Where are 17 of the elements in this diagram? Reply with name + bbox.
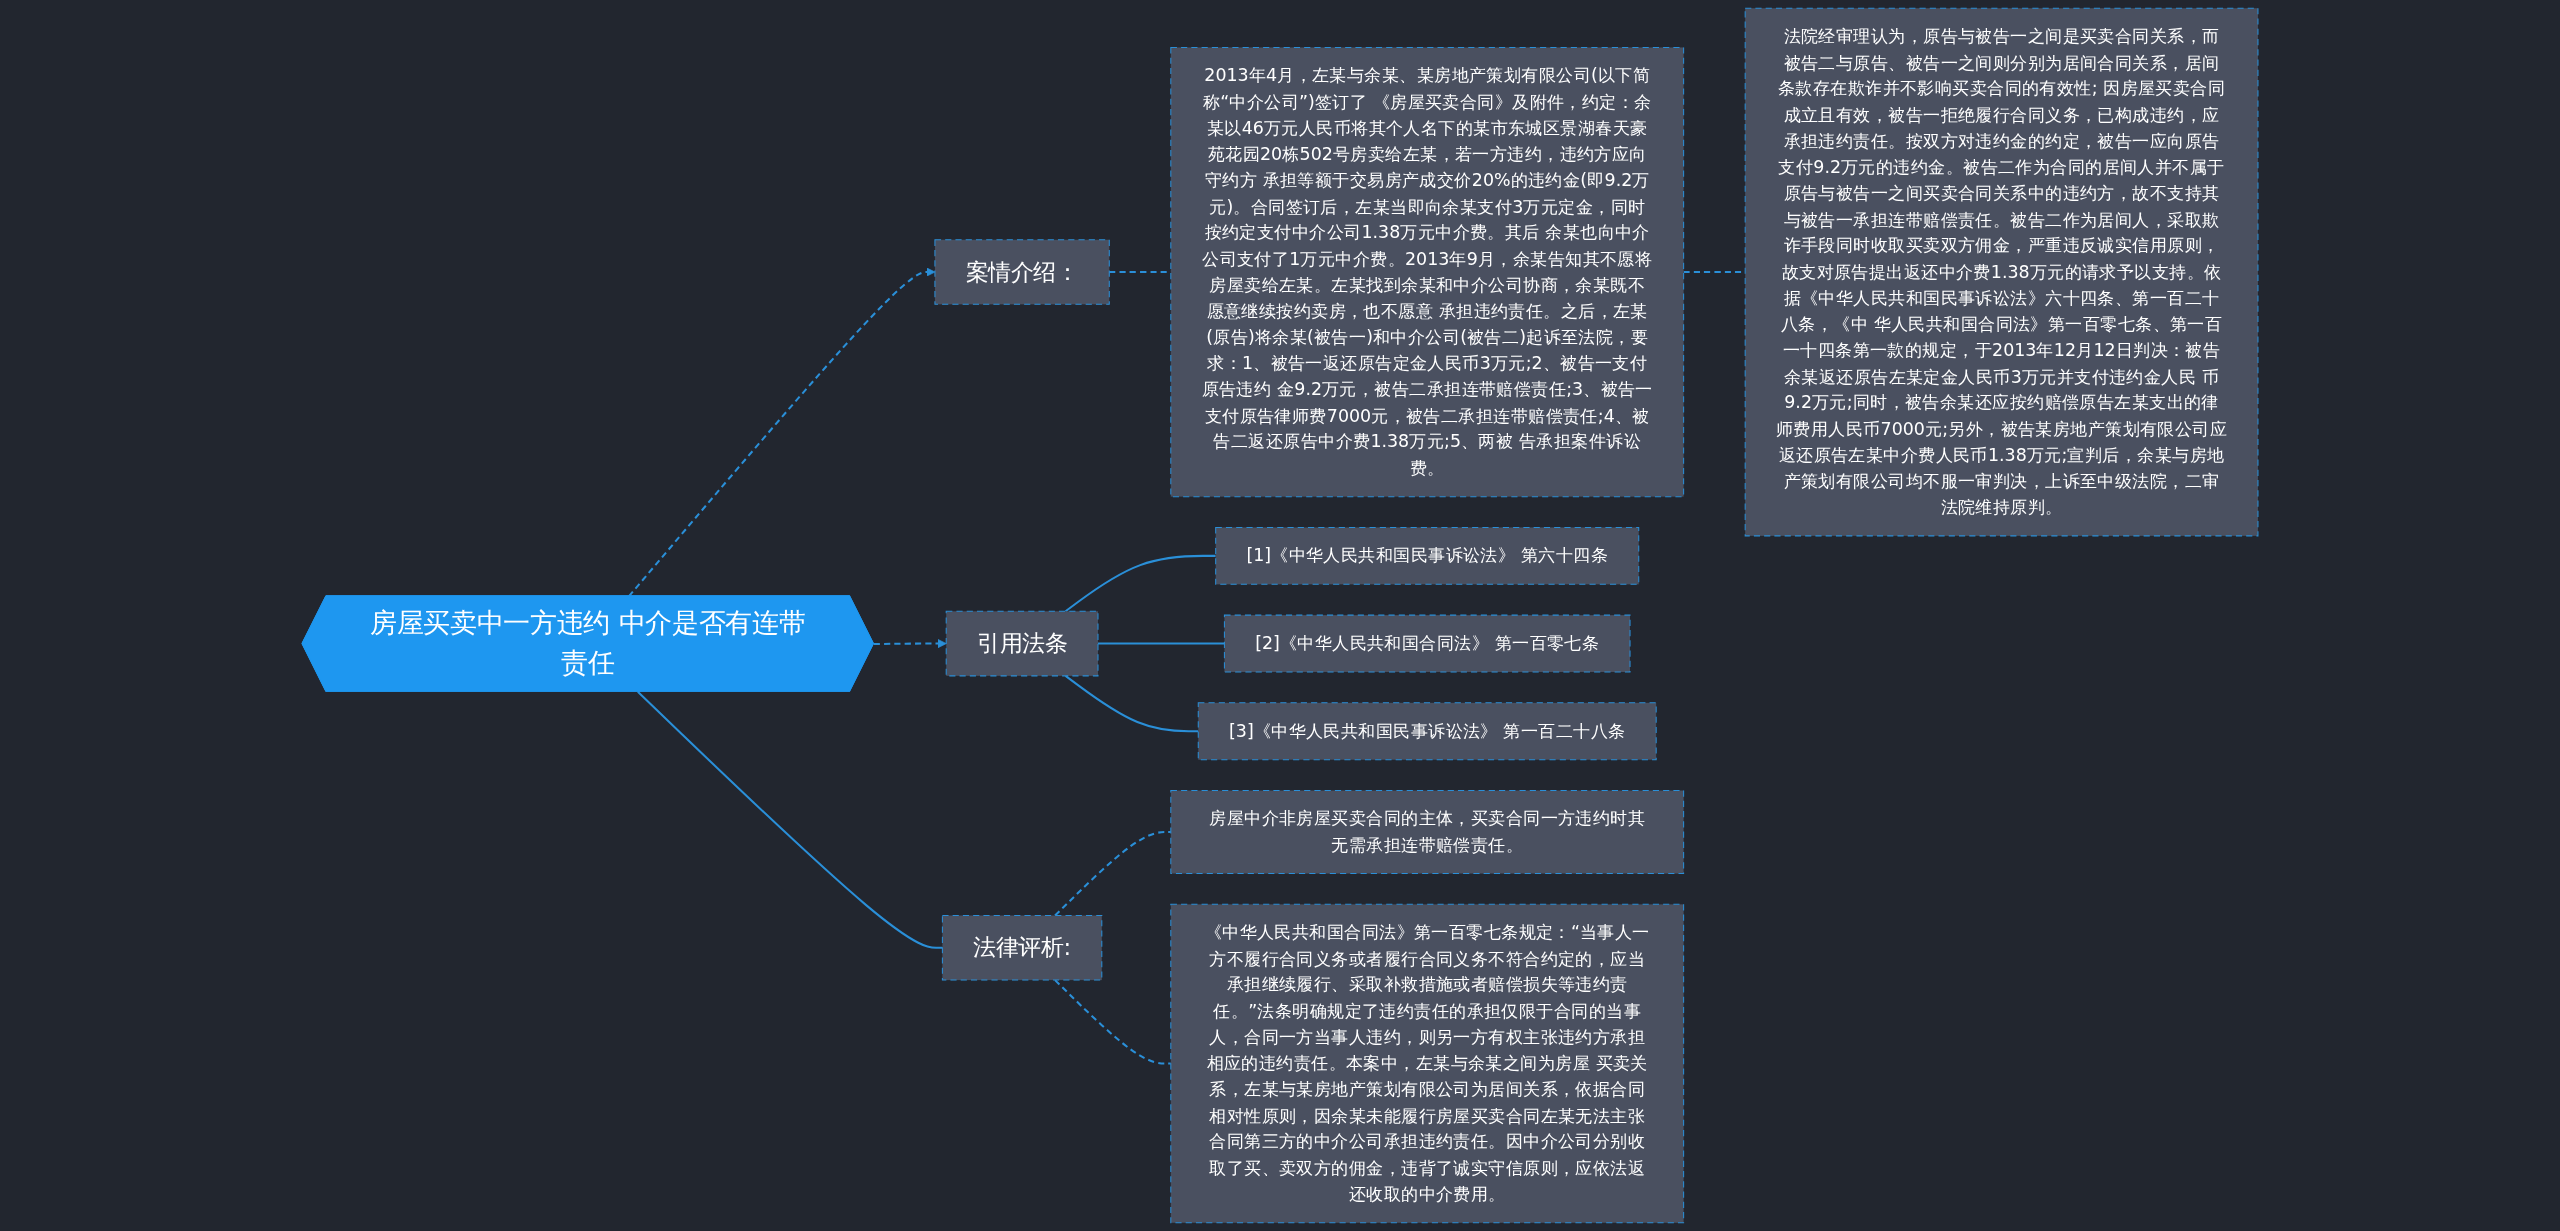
- node-box: 法院经审理认为，原告与被告一之间是买卖合同关系，而被告二与原告、被告一之间则分别为居间合同关系，居间条款存在欺诈并不影响买卖合同的有效性; 因房屋买卖合同成立且有效，被告一拒绝履行合同义务，已构成违约，应承担违约责任。按双方对违约金的约定，被告一应向原告支付9.2万元的违约金。被告二作为合同的居间人并不属于原告与被告一之间买卖合同关系中的违约方，故不支持其与被告一承担连带赔偿责任。被告二作为居间人，采取欺诈手段同时收取买卖双方佣金，严重违反诚实信用原则，故支对原告提出返还中介费1.38万元的请求予以支持。依据《中华人民共和国民事诉讼法》六十四条、第一百二十八条，《中 华人民共和国合同法》第一百零七条、第一百一十四条第一款的规定，于2013年12月12日判决：被告余某返还原告左某定金人民币3万元并支付违约金人民 币9.2万元;同时，被告余某还应按约赔偿原告左某支出的律师费用人民币7000元;另外，被告某房地产策划有限公司应返还原告左某中介费人民币1.38万元;宣判后，余某与房地产策划有限公司均不服一审判决，上诉至中级法院，二审法院维持原判。: [1744, 7, 2259, 537]
- node-box: 案情介绍：: [934, 239, 1110, 305]
- node-box: 引用法条: [945, 610, 1099, 677]
- connector: [1064, 675, 1199, 733]
- arrow: [873, 639, 947, 649]
- node-box: [3]《中华人民共和国民事诉讼法》 第一百二十八条: [1197, 702, 1657, 761]
- connector: [1054, 979, 1171, 1065]
- node-box: 2013年4月，左某与余某、某房地产策划有限公司(以下简称“中介公司”)签订了 《房屋买卖合同》及附件，约定：余某以46万元人民币将其个人名下的某市东城区景湖春天豪苑花园20栋502号房卖给左某，若一方违约，违约方应向守约方 承担等额于交易房产成交价20%的违约金(即9.2万元)。合同签订后，左某当即向余某支付3万元定金，同时按约定支付中介公司1.38万元中介费。其后 余某也向中介公司支付了1万元中介费。2013年9月，余某告知其不愿将房屋卖给左某。左某找到余某和中介公司协商，余某既不愿意继续按约卖房，也不愿意 承担违约责任。之后，左某(原告)将余某(被告一)和中介公司(被告二)起诉至法院，要求：1、被告一返还原告定金人民币3万元;2、被告一支付原告违约 金9.2万元，被告二承担连带赔偿责任;3、被告一支付原告律师费7000元，被告二承担连带赔偿责任;4、被告二返还原告中介费1.38万元;5、两被 告承担案件诉讼费。: [1170, 46, 1685, 498]
- connector: [1098, 642, 1225, 645]
- node-box: 《中华人民共和国合同法》第一百零七条规定：“当事人一方不履行合同义务或者履行合同义务不符合约定的，应当承担继续履行、采取补救措施或者赔偿损失等违约责任。”法条明确规定了违约责任的承担仅限于合同的当事人，合同一方当事人违约，则另一方有权主张违约方承担相应的违约责任。本案中，左某与余某之间为房屋 买卖关系，左某与某房地产策划有限公司为居间关系，依据合同相对性原则，因余某未能履行房屋买卖合同左某无法主张合同第三方的中介公司承担违约责任。因中介公司分别收取了买、卖双方的佣金，违背了诚实守信原则，应依法返还收取的中介费用。: [1170, 903, 1685, 1224]
- node-box: 房屋中介非房屋买卖合同的主体，买卖合同一方违约时其无需承担连带赔偿责任。: [1170, 790, 1685, 875]
- node-box: 法律评析:: [941, 914, 1103, 981]
- connector: [637, 691, 943, 949]
- node-box: [2]《中华人民共和国合同法》 第一百零七条: [1223, 614, 1631, 673]
- connector: [1054, 831, 1171, 917]
- connector: [1064, 554, 1216, 613]
- node-box: [1]《中华人民共和国民事诉讼法》 第六十四条: [1215, 526, 1640, 585]
